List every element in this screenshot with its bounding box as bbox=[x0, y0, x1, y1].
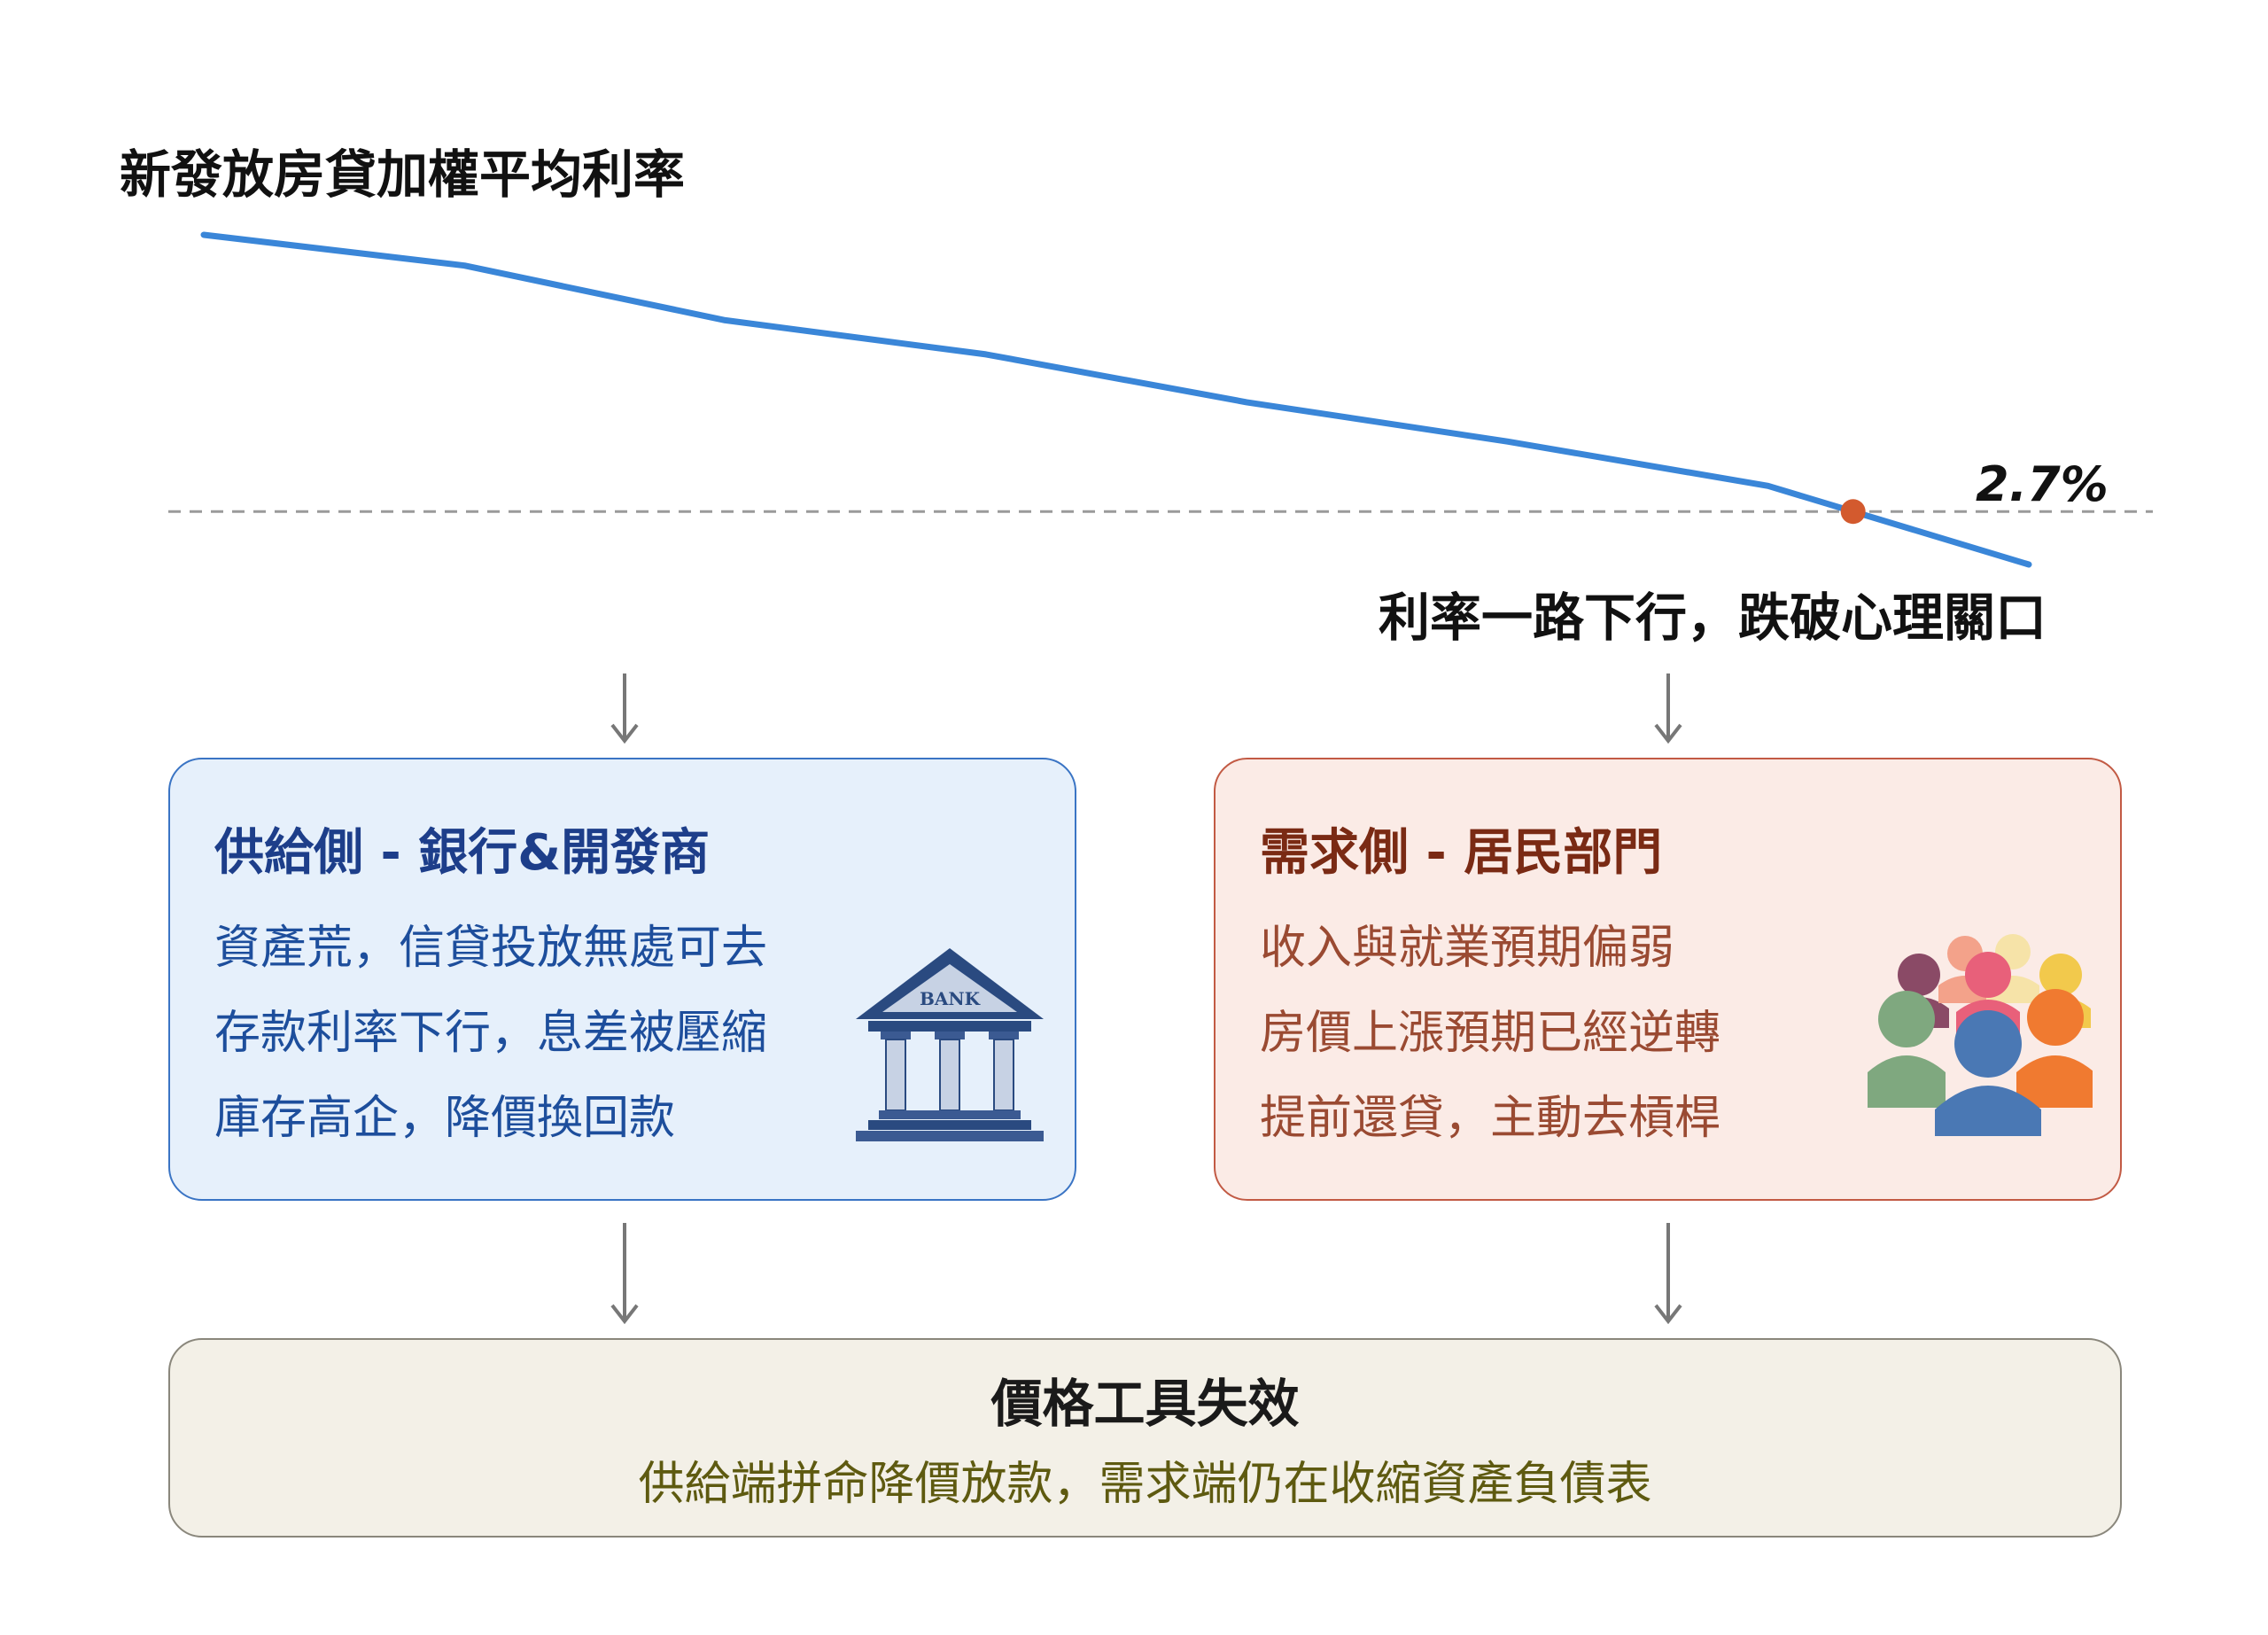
arrow-down-icon bbox=[1654, 1223, 1682, 1325]
supply-item: 存款利率下行，息差被壓縮 bbox=[214, 1007, 768, 1060]
bank-icon: BANK bbox=[856, 948, 1044, 1141]
demand-heading: 需求側 - 居民部門 bbox=[1260, 824, 1663, 882]
supply-list: 資產荒，信貸投放無處可去 存款利率下行，息差被壓縮 庫存高企，降價換回款 bbox=[214, 906, 767, 1161]
chart-title: 新發放房貸加權平均利率 bbox=[120, 144, 686, 205]
threshold-rate-label: 2.7% bbox=[1976, 456, 2109, 512]
demand-item: 收入與就業預期偏弱 bbox=[1260, 922, 1675, 975]
arrow-down-icon bbox=[610, 1223, 639, 1325]
supply-item: 資產荒，信貸投放無處可去 bbox=[214, 922, 768, 975]
supply-side-panel: 供給側 - 銀行&開發商 資產荒，信貸投放無處可去 存款利率下行，息差被壓縮 庫… bbox=[168, 758, 1076, 1201]
trend-caption: 利率一路下行，跌破心理關口 bbox=[1378, 588, 2047, 648]
people-group-icon bbox=[1868, 934, 2093, 1136]
conclusion-heading: 價格工具失效 bbox=[990, 1374, 1300, 1434]
supply-item: 庫存高企，降價換回款 bbox=[214, 1092, 676, 1145]
supply-heading: 供給側 - 銀行&開發商 bbox=[214, 824, 711, 882]
demand-item: 提前還貸，主動去槓桿 bbox=[1260, 1092, 1721, 1145]
bank-icon-text: BANK bbox=[920, 988, 981, 1009]
conclusion-panel: 價格工具失效 供給端拼命降價放款，需求端仍在收縮資產負債表 bbox=[168, 1338, 2122, 1538]
conclusion-text: 供給端拼命降價放款，需求端仍在收縮資產負債表 bbox=[638, 1458, 1652, 1511]
demand-list: 收入與就業預期偏弱 房價上漲預期已經逆轉 提前還貸，主動去槓桿 bbox=[1260, 906, 1720, 1161]
demand-side-panel: 需求側 - 居民部門 收入與就業預期偏弱 房價上漲預期已經逆轉 提前還貸，主動去… bbox=[1214, 758, 2122, 1201]
arrow-down-icon bbox=[1654, 673, 1682, 744]
rate-trend-chart bbox=[168, 231, 2153, 568]
arrow-down-icon bbox=[610, 673, 639, 744]
demand-item: 房價上漲預期已經逆轉 bbox=[1260, 1007, 1721, 1060]
threshold-crossing-point bbox=[1840, 499, 1866, 525]
rate-trend-line bbox=[200, 231, 2032, 568]
